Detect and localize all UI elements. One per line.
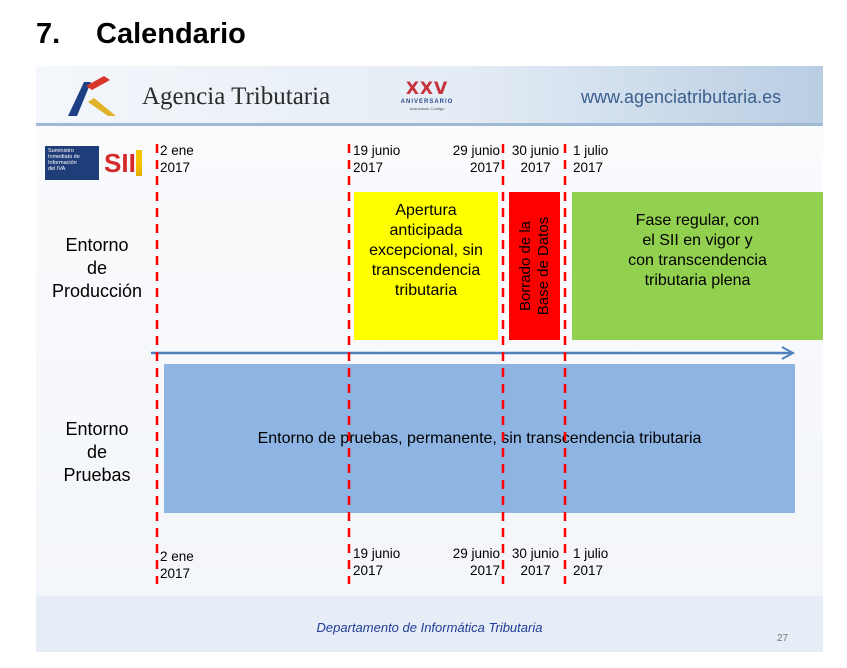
- date-label-bottom: 2 ene 2017: [160, 548, 194, 582]
- date-day: 2 ene: [160, 549, 194, 564]
- phase-text-line: tributaria: [394, 282, 458, 299]
- date-label-top: 30 junio 2017: [508, 142, 563, 176]
- section-title: Calendario: [96, 18, 246, 50]
- phase-text-line: anticipada: [389, 222, 463, 239]
- sii-logo-word: SII: [104, 148, 136, 178]
- section-number: 7.: [36, 18, 61, 50]
- date-day: 30 junio: [511, 143, 560, 158]
- date-label-bottom: 29 junio 2017: [441, 545, 500, 579]
- sii-logo-bar-icon: [136, 150, 142, 176]
- date-day: 1 julio: [573, 546, 609, 561]
- date-day: 2 ene: [160, 143, 194, 158]
- date-day: 1 julio: [573, 143, 609, 158]
- timeline-diagram: [151, 144, 823, 584]
- banner-divider: [36, 123, 823, 126]
- phase-text-line: el SII en vigor y: [642, 232, 753, 249]
- date-year: 2017: [160, 160, 191, 175]
- footer-department: Departamento de Informática Tributaria: [316, 620, 543, 635]
- row-label-line: Entorno: [65, 419, 129, 439]
- phase-text-line: Fase regular, con: [635, 212, 760, 229]
- date-day: 19 junio: [353, 546, 401, 561]
- date-year: 2017: [573, 563, 604, 578]
- sii-caption-line: del IVA: [48, 166, 66, 172]
- row-label-production: Entorno de Producción: [42, 234, 152, 303]
- phase-database-wipe: Borrado de la Base de Datos: [509, 192, 560, 340]
- anniversary-subtitle: Avanzando Contigo: [409, 106, 445, 111]
- milestone-lines: [155, 144, 567, 584]
- header-banner: Agencia Tributaria XXV ANIVERSARIO Avanz…: [36, 66, 823, 126]
- date-year: 2017: [469, 160, 500, 175]
- sii-caption-line: Información: [48, 160, 77, 166]
- date-day: 19 junio: [353, 143, 401, 158]
- agency-name: Agencia Tributaria: [142, 83, 331, 110]
- date-label-top: 19 junio 2017: [353, 142, 400, 176]
- date-label-top: 2 ene 2017: [160, 142, 194, 176]
- phase-early-opening: Apertura anticipada excepcional, sin tra…: [354, 192, 498, 340]
- page-number: 27: [777, 633, 789, 644]
- date-label-top: 29 junio 2017: [441, 142, 500, 176]
- phase-text-line: tributaria plena: [644, 272, 751, 289]
- phase-text-line: Entorno de pruebas, permanente, sin tran…: [257, 429, 702, 447]
- date-year: 2017: [353, 563, 384, 578]
- website-url: www.agenciatributaria.es: [581, 87, 782, 107]
- row-label-line: Pruebas: [63, 465, 131, 485]
- date-day: 29 junio: [452, 546, 500, 561]
- anniversary-mark: XXV: [405, 79, 449, 99]
- phase-text-line: con transcendencia: [628, 252, 767, 269]
- date-year: 2017: [160, 566, 191, 581]
- phase-testing-environment: Entorno de pruebas, permanente, sin tran…: [164, 364, 795, 513]
- phase-text-line: Apertura: [395, 202, 457, 219]
- sii-caption-line: Inmediato de: [48, 154, 80, 160]
- anniversary-word: ANIVERSARIO: [400, 99, 454, 105]
- sii-caption-line: Suministro: [48, 148, 74, 154]
- slide: Agencia Tributaria XXV ANIVERSARIO Avanz…: [36, 66, 823, 652]
- section-heading: 7. Calendario: [36, 18, 246, 51]
- anniversary-logo: XXV ANIVERSARIO Avanzando Contigo: [393, 80, 461, 114]
- date-year: 2017: [469, 563, 500, 578]
- date-label-bottom: 30 junio 2017: [508, 545, 563, 579]
- row-label-line: de: [86, 258, 108, 278]
- phase-text-line: transcendencia: [371, 262, 481, 279]
- agency-logo-icon: [68, 76, 116, 116]
- date-year: 2017: [353, 160, 384, 175]
- date-year: 2017: [520, 160, 551, 175]
- row-label-line: Entorno: [65, 235, 129, 255]
- row-label-line: Producción: [51, 281, 143, 301]
- phase-text-line: excepcional, sin: [369, 242, 483, 259]
- slide-footer: Departamento de Informática Tributaria 2…: [36, 596, 823, 652]
- date-year: 2017: [573, 160, 604, 175]
- row-label-line: de: [86, 442, 108, 462]
- date-label-bottom: 19 junio 2017: [353, 545, 400, 579]
- phase-regular: Fase regular, con el SII en vigor y con …: [572, 192, 823, 340]
- row-label-testing: Entorno de Pruebas: [42, 418, 152, 487]
- date-label-bottom: 1 julio 2017: [573, 545, 608, 579]
- date-day: 30 junio: [511, 546, 560, 561]
- date-year: 2017: [520, 563, 551, 578]
- date-label-top: 1 julio 2017: [573, 142, 608, 176]
- sii-logo-caption: Suministro Inmediato de Información del …: [45, 146, 99, 180]
- date-day: 29 junio: [452, 143, 500, 158]
- sii-logo: Suministro Inmediato de Información del …: [45, 146, 142, 180]
